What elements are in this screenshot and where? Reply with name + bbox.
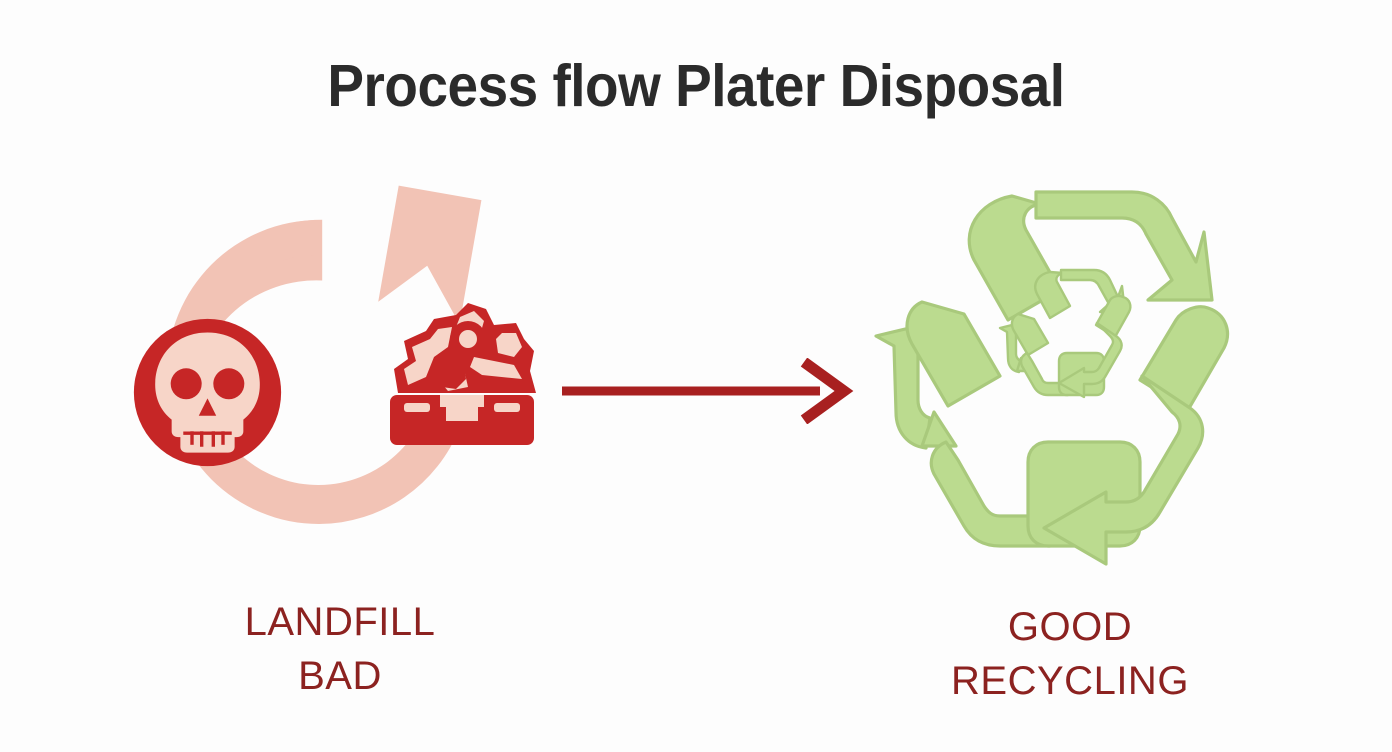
recycling-symbol-icon [874,190,1230,566]
stage-landfill-label: LANDFILL BAD [90,595,590,703]
recycling-symbol-inner-icon [998,268,1132,399]
recycling-label-line2: RECYCLING [951,659,1189,703]
flow-arrow-icon [562,358,854,424]
page-title: Process flow Plater Disposal [327,53,1065,119]
landfill-label-line2: BAD [298,654,382,698]
landfill-label-line1: LANDFILL [244,600,436,644]
skull-icon [133,318,282,467]
waste-bin-icon [390,303,536,445]
recycling-label-line1: GOOD [1007,605,1133,649]
stage-recycling: GOOD RECYCLING [860,160,1280,703]
stage-landfill: LANDFILL BAD [120,170,560,698]
stage-recycling-label: GOOD RECYCLING [820,600,1320,708]
cycle-arrow-icon [167,185,482,524]
